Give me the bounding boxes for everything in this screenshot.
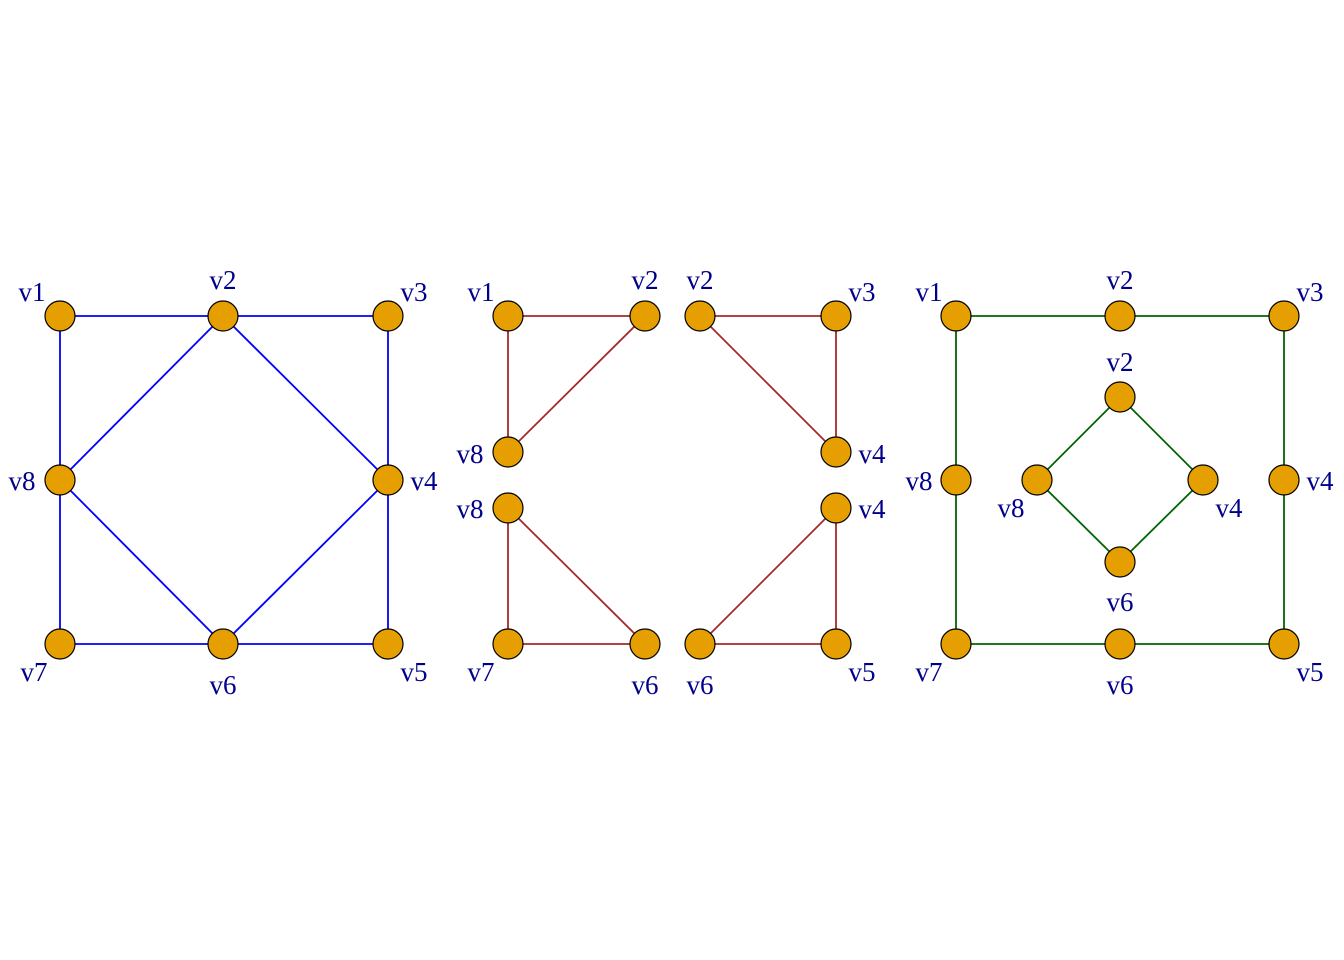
graph-vertex <box>1104 628 1136 660</box>
graph-vertex <box>44 628 76 660</box>
graph-edge <box>507 507 646 645</box>
full-graph-edges <box>59 315 389 645</box>
graph-vertex <box>372 300 404 332</box>
vertex-label: v4 <box>859 439 887 469</box>
graph-vertex <box>820 300 852 332</box>
graph-edge <box>699 507 837 645</box>
graph-edge <box>507 315 646 453</box>
graph-vertex <box>1268 464 1300 496</box>
triangle-decomposition-vertices <box>492 300 852 660</box>
vertex-label: v8 <box>9 466 36 496</box>
graph-edge <box>222 315 389 481</box>
vertex-label: v6 <box>1107 670 1134 700</box>
vertex-label: v7 <box>21 657 48 687</box>
graph-vertex <box>1268 300 1300 332</box>
vertex-label: v8 <box>457 439 484 469</box>
vertex-label: v5 <box>849 657 876 687</box>
vertex-label: v5 <box>401 657 428 687</box>
vertex-label: v3 <box>401 277 428 307</box>
vertex-label: v8 <box>906 466 933 496</box>
graph-vertex <box>44 300 76 332</box>
graph-vertex <box>207 300 239 332</box>
vertex-label: v1 <box>468 277 495 307</box>
cycle-decomposition-labels: v1 v2 v3 v4 v5 v6 v7 v8 v2 v4 v6 v8 <box>906 265 1335 700</box>
graph-vertex <box>684 300 716 332</box>
vertex-label: v3 <box>1297 277 1324 307</box>
graph-vertex <box>492 300 524 332</box>
graph-vertex <box>629 628 661 660</box>
vertex-label: v1 <box>19 277 46 307</box>
full-graph-labels: v1 v2 v3 v4 v5 v6 v7 v8 <box>9 265 439 700</box>
triangle-decomposition-edges <box>507 315 837 645</box>
graph-vertex <box>207 628 239 660</box>
graph-vertex <box>820 436 852 468</box>
graph-vertex <box>492 628 524 660</box>
graph-edge <box>1119 479 1204 563</box>
graph-edge <box>59 315 224 481</box>
graph-vertex <box>940 300 972 332</box>
edges-layer <box>59 315 1285 645</box>
graph-vertex <box>44 464 76 496</box>
graph-vertex <box>1104 300 1136 332</box>
graph-edge <box>1036 479 1121 563</box>
graph-vertex <box>492 492 524 524</box>
triangle-decomposition-labels: v1 v2 v8 v2 v3 v4 v8 v7 v6 v4 v6 v5 <box>457 265 887 700</box>
graph-vertex <box>684 628 716 660</box>
vertex-label: v6 <box>210 670 237 700</box>
vertex-label: v4 <box>1307 466 1335 496</box>
cycle-decomposition-edges <box>955 315 1285 645</box>
vertex-label: v8 <box>457 494 484 524</box>
vertex-label: v5 <box>1297 657 1324 687</box>
graph-vertex <box>820 628 852 660</box>
graph-vertex <box>372 628 404 660</box>
vertex-label: v7 <box>468 657 495 687</box>
vertex-label: v4 <box>859 494 887 524</box>
vertex-label: v2 <box>1107 347 1134 377</box>
cycle-decomposition-vertices <box>940 300 1300 660</box>
graph-edge <box>59 479 224 645</box>
vertices-layer <box>44 300 1300 660</box>
labels-layer: v1 v2 v3 v4 v5 v6 v7 v8 v1 v2 v8 v2 v3 v4 v8 v7 v6 v4 v6 v5… <box>9 265 1335 700</box>
graph-vertex <box>372 464 404 496</box>
graph-vertex <box>1104 381 1136 413</box>
vertex-label: v8 <box>998 493 1025 523</box>
vertex-label: v2 <box>632 265 659 295</box>
vertex-label: v2 <box>687 265 714 295</box>
vertex-label: v6 <box>1107 587 1134 617</box>
vertex-label: v6 <box>687 670 714 700</box>
vertex-label: v4 <box>1216 493 1244 523</box>
graph-vertex <box>629 300 661 332</box>
graph-edge <box>1036 396 1121 481</box>
graph-edge <box>699 315 837 453</box>
full-graph-vertices <box>44 300 404 660</box>
graph-vertex <box>1104 546 1136 578</box>
graph-vertex <box>1268 628 1300 660</box>
vertex-label: v2 <box>210 265 237 295</box>
vertex-label: v1 <box>916 277 943 307</box>
graph-vertex <box>1187 464 1219 496</box>
graph-vertex <box>820 492 852 524</box>
vertex-label: v3 <box>849 277 876 307</box>
vertex-label: v7 <box>916 657 943 687</box>
vertex-label: v6 <box>632 670 659 700</box>
graph-vertex <box>492 436 524 468</box>
graph-edge <box>1119 396 1204 481</box>
graph-vertex <box>1021 464 1053 496</box>
graph-vertex <box>940 464 972 496</box>
vertex-label: v4 <box>411 466 439 496</box>
vertex-label: v2 <box>1107 265 1134 295</box>
graph-edge <box>222 479 389 645</box>
graph-vertex <box>940 628 972 660</box>
